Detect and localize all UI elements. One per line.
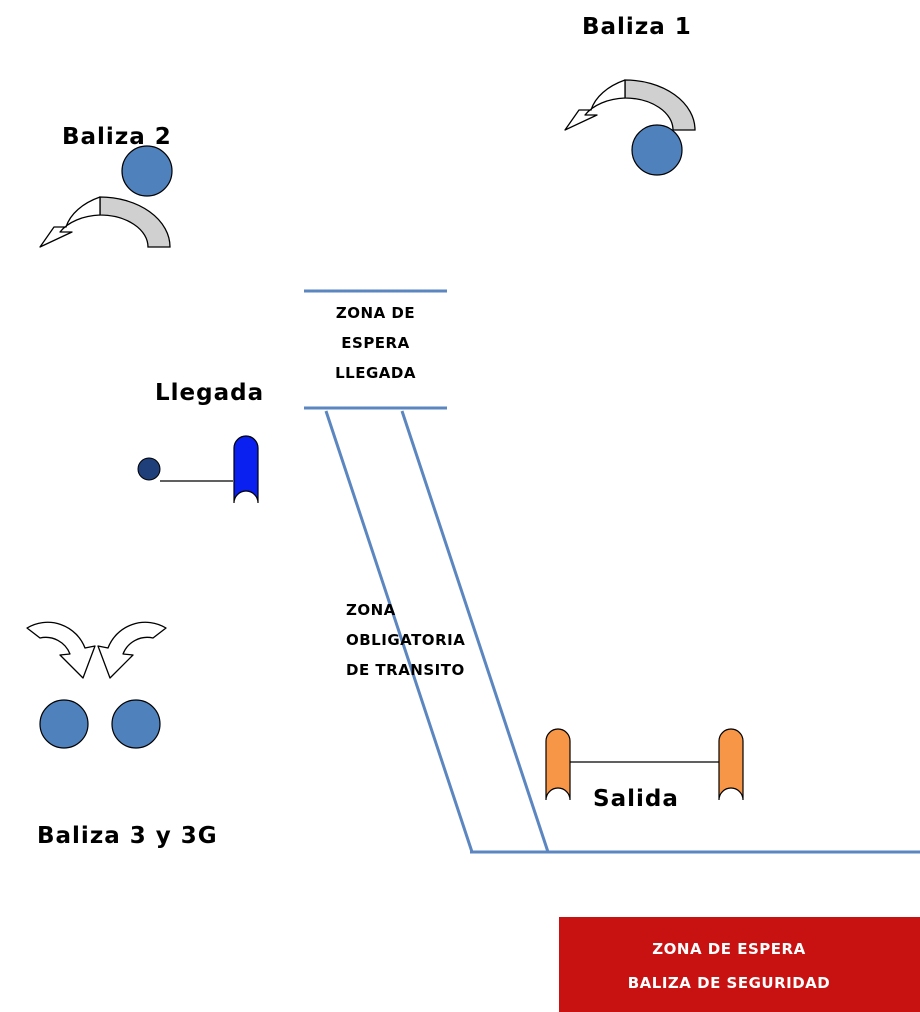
security-zone-line1: ZONA DE ESPERA	[652, 940, 806, 958]
baliza3g-buoy	[111, 699, 161, 749]
transit-lane-right-line	[400, 410, 550, 853]
salida-right-flag-icon	[718, 728, 744, 801]
transit-zone-line1: ZONA	[346, 601, 396, 619]
llegada-flag-icon	[233, 435, 259, 504]
salida-label: Salida	[593, 786, 679, 812]
baliza3-buoy	[39, 699, 89, 749]
baliza3-label: Baliza 3 y 3G	[37, 823, 218, 849]
waiting-zone-line2: ESPERA	[341, 334, 410, 352]
baliza1-turn-arrow-icon	[564, 79, 696, 131]
llegada-label: Llegada	[155, 380, 265, 406]
waiting-zone-line3: LLEGADA	[335, 364, 416, 382]
transit-zone-label: ZONA OBLIGATORIA DE TRANSITO	[346, 595, 465, 685]
baliza3-converging-arrows-icon	[26, 621, 167, 679]
salida-left-flag-icon	[545, 728, 571, 801]
baliza1-label: Baliza 1	[582, 14, 692, 40]
security-zone-label: ZONA DE ESPERA BALIZA DE SEGURIDAD	[559, 932, 899, 1000]
waiting-zone-line1: ZONA DE	[335, 304, 416, 322]
transit-lane-left-line	[324, 410, 474, 853]
security-zone-line2: BALIZA DE SEGURIDAD	[627, 974, 831, 992]
baliza2-label: Baliza 2	[62, 124, 172, 150]
baliza2-buoy	[121, 145, 173, 197]
security-zone-box	[559, 917, 920, 1012]
baliza1-buoy	[631, 124, 683, 176]
transit-zone-line2: OBLIGATORIA	[346, 631, 466, 649]
transit-zone-line3: DE TRANSITO	[346, 661, 465, 679]
waiting-zone-label: ZONA DE ESPERA LLEGADA	[304, 298, 447, 388]
baliza2-turn-arrow-icon	[39, 196, 171, 248]
llegada-buoy	[137, 457, 161, 481]
